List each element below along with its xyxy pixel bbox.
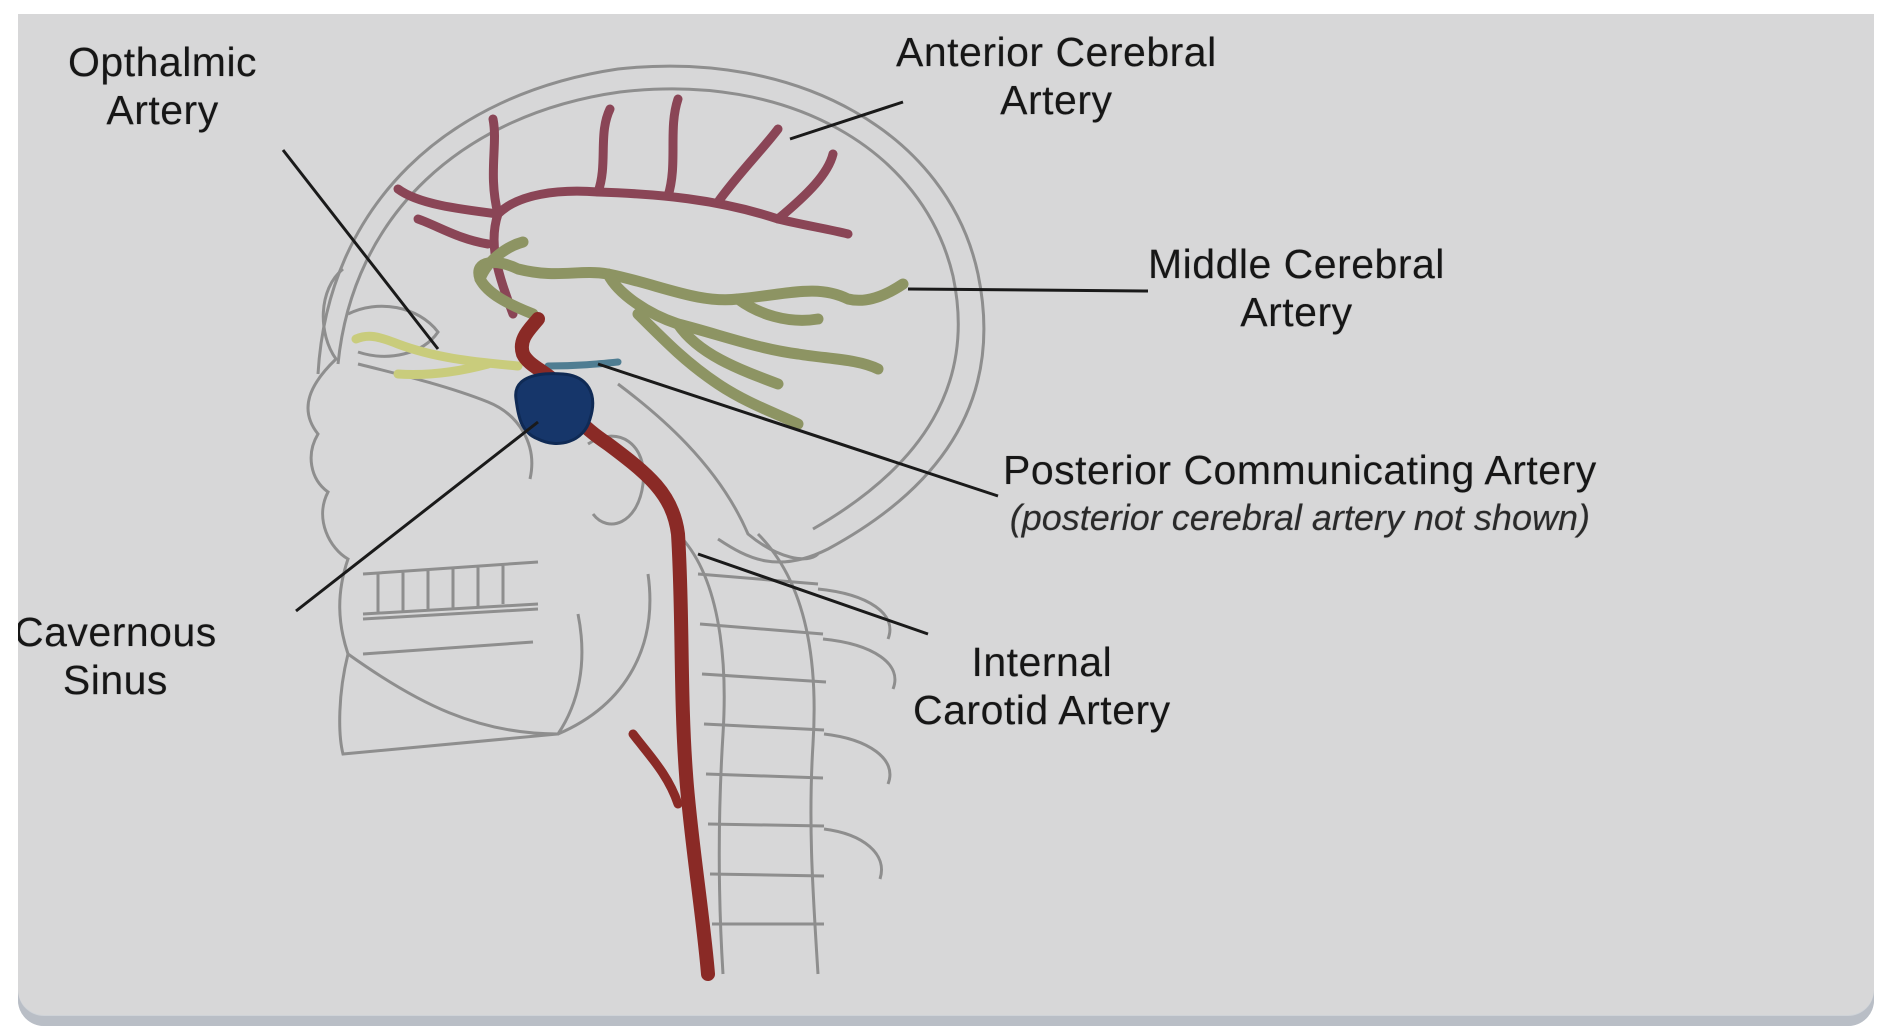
label-line: Posterior Communicating Artery xyxy=(1003,446,1597,494)
label-line: Opthalmic xyxy=(68,38,257,86)
label-note: (posterior cerebral artery not shown) xyxy=(1003,494,1597,542)
vertebra-processes xyxy=(818,589,895,879)
label-line: Middle Cerebral xyxy=(1148,240,1445,288)
upper-teeth xyxy=(363,562,538,614)
posterior-communicating-artery xyxy=(548,362,618,366)
label-line: Anterior Cerebral xyxy=(896,28,1217,76)
face-profile xyxy=(308,269,582,754)
label-middle-cerebral-artery: Middle Cerebral Artery xyxy=(1148,240,1445,336)
nasal-cavity xyxy=(358,364,532,479)
cavernous-sinus xyxy=(516,374,593,444)
label-line: Internal xyxy=(913,638,1171,686)
head-outline xyxy=(308,66,984,974)
label-line: Artery xyxy=(1148,288,1445,336)
label-line: Artery xyxy=(68,86,257,134)
leader-lines xyxy=(283,102,1148,634)
label-line: Artery xyxy=(896,76,1217,124)
label-anterior-cerebral-artery: Anterior Cerebral Artery xyxy=(896,28,1217,124)
leader-posterior-communicating xyxy=(598,364,998,496)
label-line: Cavernous xyxy=(18,608,217,656)
lower-teeth xyxy=(363,609,538,654)
jaw-outline xyxy=(348,574,650,734)
leader-middle-cerebral xyxy=(908,289,1148,291)
label-ophthalmic-artery: Opthalmic Artery xyxy=(68,38,257,134)
label-cavernous-sinus: Cavernous Sinus xyxy=(18,608,217,704)
label-line: Sinus xyxy=(18,656,217,704)
label-internal-carotid-artery: Internal Carotid Artery xyxy=(913,638,1171,734)
label-line: Carotid Artery xyxy=(913,686,1171,734)
label-posterior-communicating-artery: Posterior Communicating Artery (posterio… xyxy=(1003,446,1597,542)
leader-internal-carotid xyxy=(698,554,928,634)
diagram-frame: Opthalmic Artery Anterior Cerebral Arter… xyxy=(18,14,1874,1026)
leader-ophthalmic xyxy=(283,150,438,349)
